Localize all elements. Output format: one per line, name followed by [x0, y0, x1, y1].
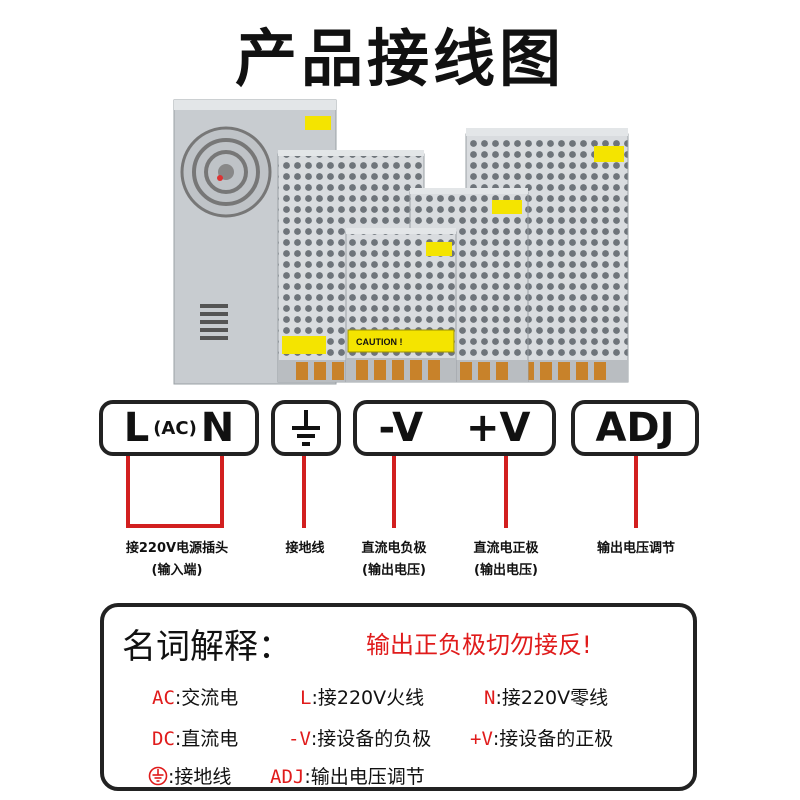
page-title: 产品接线图 — [234, 22, 565, 95]
power-supply-product-image: CAUTION ! — [173, 99, 629, 385]
ground-circle-icon — [148, 766, 168, 785]
neg-label: 直流电负极 (输出电压) — [361, 541, 427, 578]
mains-label: 接220V电源插头 (输入端) — [125, 541, 229, 578]
power-supply-small-front-unit: CAUTION ! — [345, 228, 457, 383]
glossary-item-ac: AC:交流电 — [152, 687, 239, 709]
ground-icon — [292, 410, 320, 446]
wire-pos — [504, 456, 508, 528]
glossary-item-neg-v: -V:接设备的负极 — [288, 728, 432, 750]
adj-terminal-box: ADJ — [571, 400, 699, 456]
ground-terminal-box — [271, 400, 341, 456]
glossary-heading: 名词解释： — [122, 627, 292, 667]
caution-label: CAUTION ! — [356, 337, 403, 347]
wire-neg — [392, 456, 396, 528]
glossary-item-dc: DC:直流电 — [152, 728, 239, 750]
wire-ground — [302, 456, 306, 528]
polarity-warning: 输出正负极切勿接反! — [366, 631, 592, 659]
ground-label: 接地线 — [285, 541, 325, 556]
wire-l — [126, 456, 130, 528]
terminal-adj: ADJ — [595, 405, 675, 451]
terminal-neg-v: -V — [378, 405, 424, 451]
wire-adj — [634, 456, 638, 528]
glossary-item-adj: ADJ:输出电压调节 — [270, 766, 425, 788]
dc-output-terminal-box: -V +V — [353, 400, 556, 456]
terminal-pos-v: +V — [466, 405, 531, 451]
glossary-panel: 名词解释： 输出正负极切勿接反! AC:交流电 L:接220V火线 N:接220… — [100, 603, 697, 791]
terminal-n: N — [200, 405, 235, 451]
wire-n — [220, 456, 224, 528]
glossary-item-ground: :接地线 — [148, 762, 231, 789]
ln-terminal-box: L (AC) N — [99, 400, 259, 456]
wire-ln-bridge — [126, 524, 224, 528]
pos-label: 直流电正极 (输出电压) — [473, 541, 539, 578]
terminal-ac: (AC) — [153, 417, 197, 439]
glossary-item-n: N:接220V零线 — [484, 687, 609, 709]
glossary-item-pos-v: +V:接设备的正极 — [470, 728, 614, 750]
terminal-l: L — [123, 405, 150, 451]
adj-label: 输出电压调节 — [596, 541, 675, 556]
glossary-item-l: L:接220V火线 — [300, 687, 425, 709]
